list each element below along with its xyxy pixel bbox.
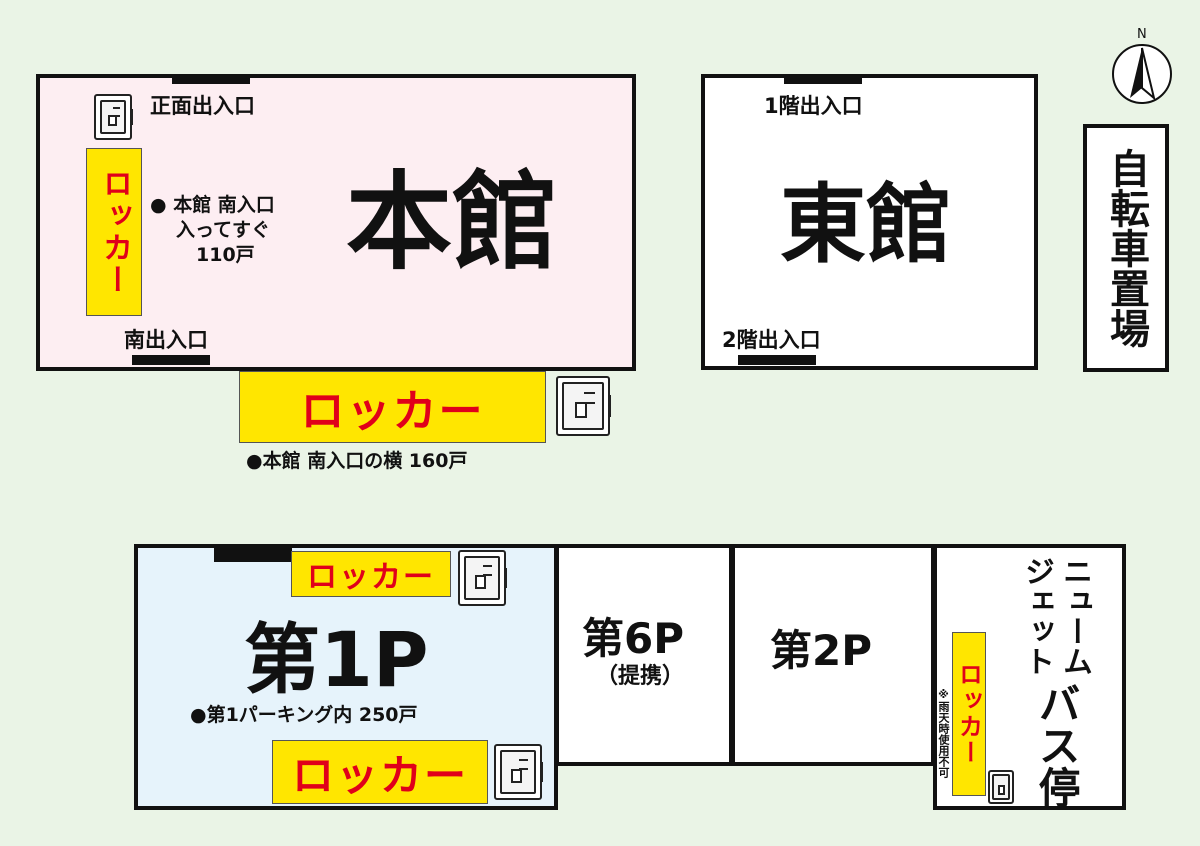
- compass-icon: [1112, 44, 1172, 104]
- parking-2-title: 第2P: [770, 626, 873, 675]
- higashikan-2f-entrance-label: 2階出入口: [722, 328, 821, 352]
- locker-safe-icon: [94, 94, 133, 140]
- higashikan-building: [701, 74, 1038, 370]
- honkan-locker-note-2: 入ってすぐ: [176, 219, 271, 241]
- parking-1-locker-top: ロッカー: [291, 551, 451, 597]
- honkan-vertical-locker: ロッカー: [86, 148, 142, 316]
- locker-safe-icon: [494, 744, 543, 800]
- honkan-locker-note-3: 110戸: [196, 244, 255, 266]
- bus-stop-rain-note: ※雨天時使用不可: [937, 688, 950, 778]
- parking-1-title: 第1P: [244, 615, 429, 704]
- higashikan-1f-entrance-label: 1階出入口: [764, 94, 863, 118]
- parking-6-title: 第6P: [582, 614, 685, 663]
- honkan-south-locker: ロッカー: [239, 371, 546, 443]
- higashikan-2f-door: [738, 355, 816, 365]
- bus-stop-name-line2: ジェット: [1019, 556, 1054, 676]
- parking-1-entrance: [214, 548, 292, 562]
- honkan-south-entrance-label: 南出入口: [124, 328, 208, 352]
- bus-stop-title: バス停: [1032, 682, 1082, 808]
- honkan-front-door: [172, 74, 250, 84]
- bicycle-parking: 自転車置場: [1083, 124, 1169, 372]
- honkan-locker-note-1: ● 本館 南入口: [150, 194, 275, 216]
- honkan-south-door: [132, 355, 210, 365]
- locker-safe-icon: [556, 376, 611, 436]
- locker-safe-icon: [458, 550, 507, 606]
- parking-1-note: ●第1パーキング内 250戸: [190, 704, 418, 726]
- compass-label: N: [1137, 27, 1147, 42]
- north-compass: N: [1110, 28, 1174, 104]
- bus-stop-name-line1: ニューム: [1057, 556, 1092, 676]
- bus-stop-locker: ロッカー: [952, 632, 986, 796]
- honkan-south-locker-note: ●本館 南入口の横 160戸: [246, 450, 468, 472]
- honkan-title: 本館: [346, 161, 558, 284]
- locker-safe-icon: [988, 770, 1014, 804]
- parking-2: [731, 544, 935, 766]
- higashikan-title: 東館: [780, 175, 952, 275]
- parking-6-subtitle: （提携）: [596, 664, 685, 689]
- parking-1-locker-bottom: ロッカー: [272, 740, 488, 804]
- honkan-front-entrance-label: 正面出入口: [150, 94, 255, 118]
- higashikan-1f-door: [784, 74, 862, 84]
